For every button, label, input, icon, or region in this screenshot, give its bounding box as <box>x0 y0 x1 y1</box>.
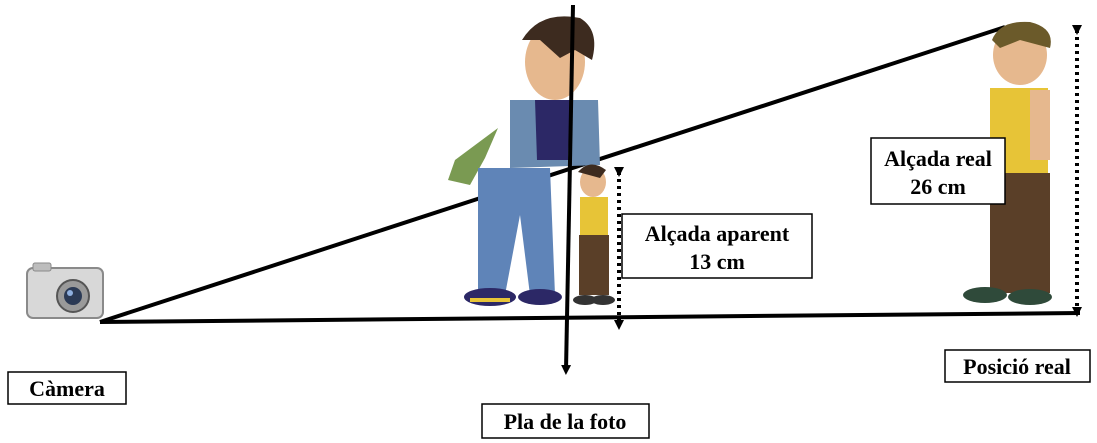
apparent-height-title: Alçada aparent <box>645 221 790 246</box>
photo-plane-line <box>561 4 575 375</box>
camera-label: Càmera <box>7 371 127 405</box>
sight-line <box>99 25 1006 324</box>
real-height-value: 26 cm <box>910 174 966 199</box>
camera-label-text: Càmera <box>29 376 105 401</box>
photo-plane-label-text: Pla de la foto <box>504 409 627 434</box>
apparent-height-value: 13 cm <box>689 249 745 274</box>
small-doll-figure <box>573 164 615 305</box>
apparent-height-label: Alçada aparent 13 cm <box>621 213 813 279</box>
real-height-title: Alçada real <box>884 146 992 171</box>
real-position-label: Posició real <box>944 349 1091 383</box>
ground-line <box>99 311 1081 324</box>
real-height-label: Alçada real 26 cm <box>870 137 1006 205</box>
large-doll-figure <box>448 16 600 306</box>
camera-icon <box>26 262 104 319</box>
photo-plane-label: Pla de la foto <box>481 403 650 439</box>
real-position-label-text: Posició real <box>963 354 1071 379</box>
